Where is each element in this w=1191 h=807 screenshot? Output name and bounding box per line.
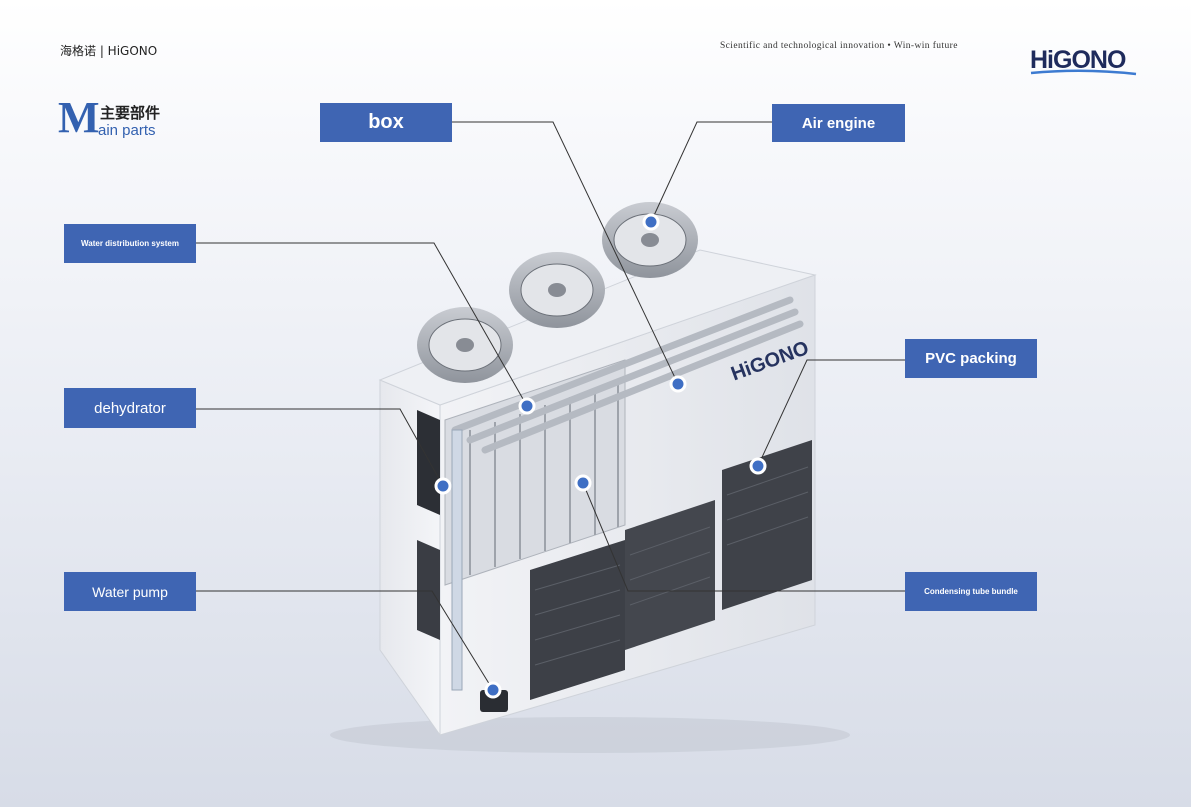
label-condensing-tube: Condensing tube bundle [905,572,1037,611]
label-water-distribution: Water distribution system [64,224,196,263]
label-box: box [320,103,452,142]
label-dehydrator: dehydrator [64,388,196,428]
brand-logo: HiGONO [1028,44,1138,78]
brand-logo-text: HiGONO [1030,46,1126,74]
tagline: Scientific and technological innovation … [720,41,958,51]
company-name: 海格诺 | HiGONO [60,44,158,58]
heading-chinese: 主要部件 [100,104,161,122]
section-heading: M 主要部件 ain parts [58,96,238,142]
label-water-pump: Water pump [64,572,196,611]
label-pvc-packing: PVC packing [905,339,1037,378]
label-air-engine: Air engine [772,104,905,142]
heading-english: ain parts [98,122,156,139]
heading-initial: M [58,93,100,142]
